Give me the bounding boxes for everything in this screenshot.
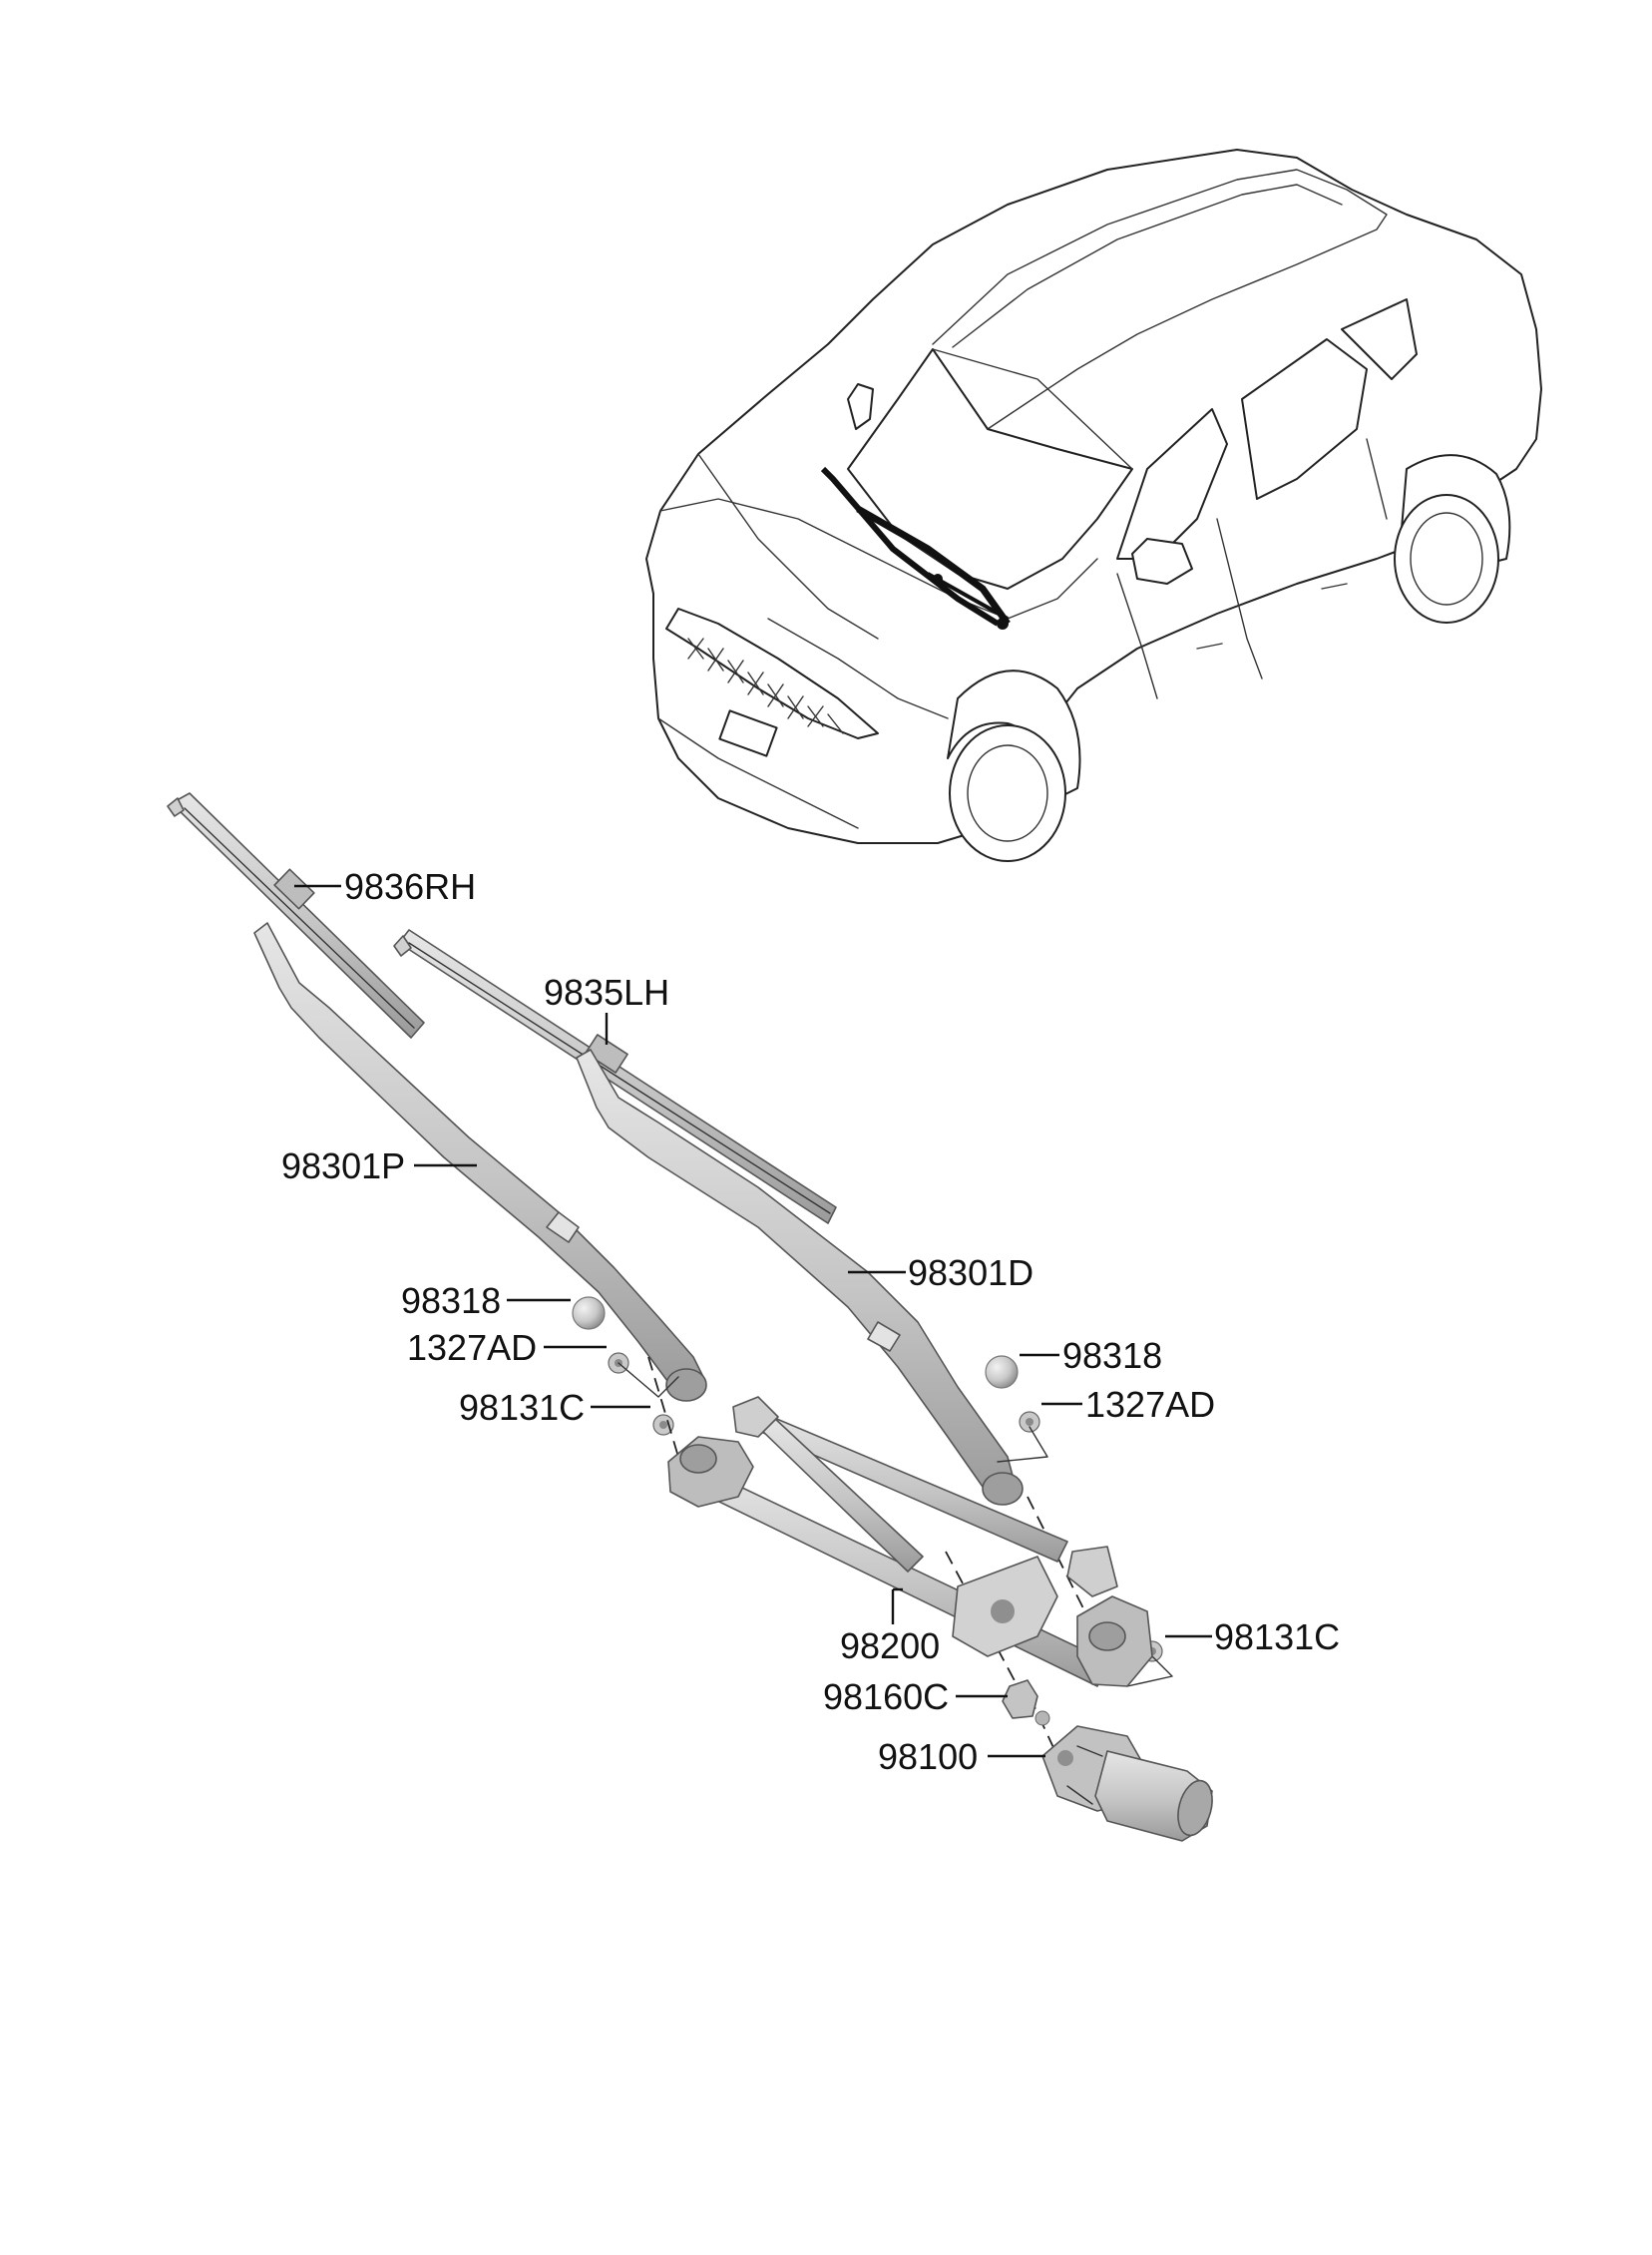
label-98160c: 98160C <box>823 1676 949 1717</box>
label-9835lh: 9835LH <box>544 972 669 1013</box>
callout-98318-right: 98318 <box>1020 1335 1162 1376</box>
pivot-nut-left <box>652 1414 674 1436</box>
label-98301p: 98301P <box>281 1145 405 1186</box>
crank-nut <box>1002 1679 1050 1726</box>
wiper-motor <box>1041 1725 1213 1842</box>
label-98200: 98200 <box>840 1625 940 1666</box>
callout-98100: 98100 <box>878 1736 1045 1777</box>
label-98131c-right: 98131C <box>1214 1616 1340 1657</box>
label-98318-right: 98318 <box>1062 1335 1162 1376</box>
wiper-arm-passenger <box>253 922 707 1402</box>
grille-pattern <box>687 638 844 734</box>
nut-right <box>1019 1411 1040 1433</box>
label-98301d: 98301D <box>908 1252 1033 1293</box>
label-1327ad-right: 1327AD <box>1085 1384 1215 1425</box>
vehicle-illustration <box>645 149 1542 862</box>
callout-9836rh: 9836RH <box>294 866 476 907</box>
callout-9835lh: 9835LH <box>544 972 669 1045</box>
callout-98318-left: 98318 <box>401 1280 571 1321</box>
callout-1327ad-right: 1327AD <box>1041 1384 1215 1425</box>
callout-98301d: 98301D <box>848 1252 1033 1293</box>
callout-98301p: 98301P <box>281 1145 477 1186</box>
callout-1327ad-left: 1327AD <box>407 1327 607 1368</box>
label-1327ad-left: 1327AD <box>407 1327 537 1368</box>
arm-cap-left <box>572 1296 606 1330</box>
wiper-blade-lh <box>393 929 837 1224</box>
callout-98131c-right: 98131C <box>1165 1616 1340 1657</box>
callout-98131c-left: 98131C <box>459 1387 650 1428</box>
wiper-linkage <box>667 1396 1153 1687</box>
arm-cap-right <box>985 1355 1019 1389</box>
label-98318-left: 98318 <box>401 1280 501 1321</box>
callout-98160c: 98160C <box>823 1676 1008 1717</box>
wiper-arm-driver <box>576 1049 1024 1506</box>
label-9836rh: 9836RH <box>344 866 476 907</box>
label-98131c-left: 98131C <box>459 1387 585 1428</box>
vehicle-wiper-highlight <box>820 466 1011 630</box>
wiper-blade-rh <box>167 792 425 1039</box>
callout-98200: 98200 <box>840 1587 940 1666</box>
label-98100: 98100 <box>878 1736 978 1777</box>
